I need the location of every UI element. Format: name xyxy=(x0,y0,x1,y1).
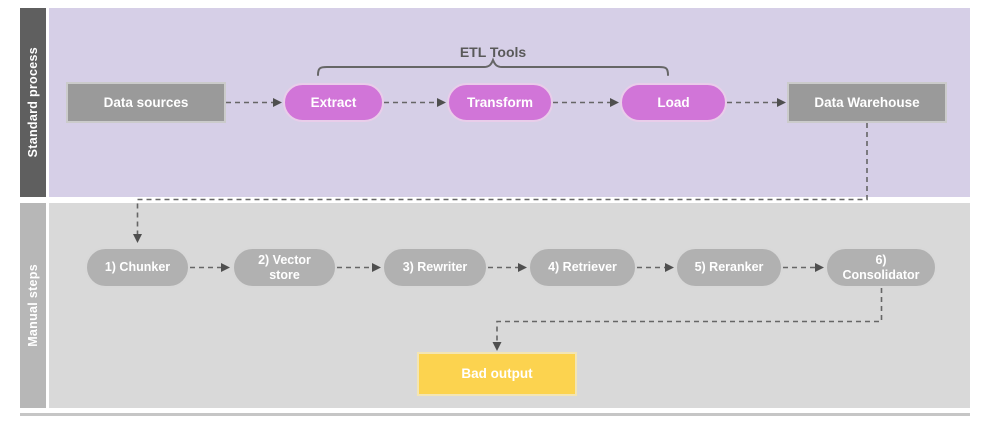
node-data-sources: Data sources xyxy=(66,82,226,123)
node-consolidator: 6) Consolidator xyxy=(825,247,937,288)
lane-label-standard-process-text: Standard process xyxy=(26,47,40,158)
node-reranker: 5) Reranker xyxy=(675,247,783,288)
node-retriever: 4) Retriever xyxy=(528,247,637,288)
lane-label-manual-steps-text: Manual steps xyxy=(26,264,40,347)
node-vector-store: 2) Vector store xyxy=(232,247,337,288)
lane-label-standard-process: Standard process xyxy=(20,8,46,197)
node-transform: Transform xyxy=(447,83,553,122)
next-lane-edge xyxy=(20,413,970,416)
node-load: Load xyxy=(620,83,727,122)
node-rewriter: 3) Rewriter xyxy=(382,247,488,288)
node-chunker: 1) Chunker xyxy=(85,247,190,288)
lane-label-manual-steps: Manual steps xyxy=(20,203,46,408)
node-data-warehouse: Data Warehouse xyxy=(787,82,947,123)
node-extract: Extract xyxy=(283,83,384,122)
node-bad-output: Bad output xyxy=(417,352,577,396)
etl-tools-label: ETL Tools xyxy=(459,44,527,60)
